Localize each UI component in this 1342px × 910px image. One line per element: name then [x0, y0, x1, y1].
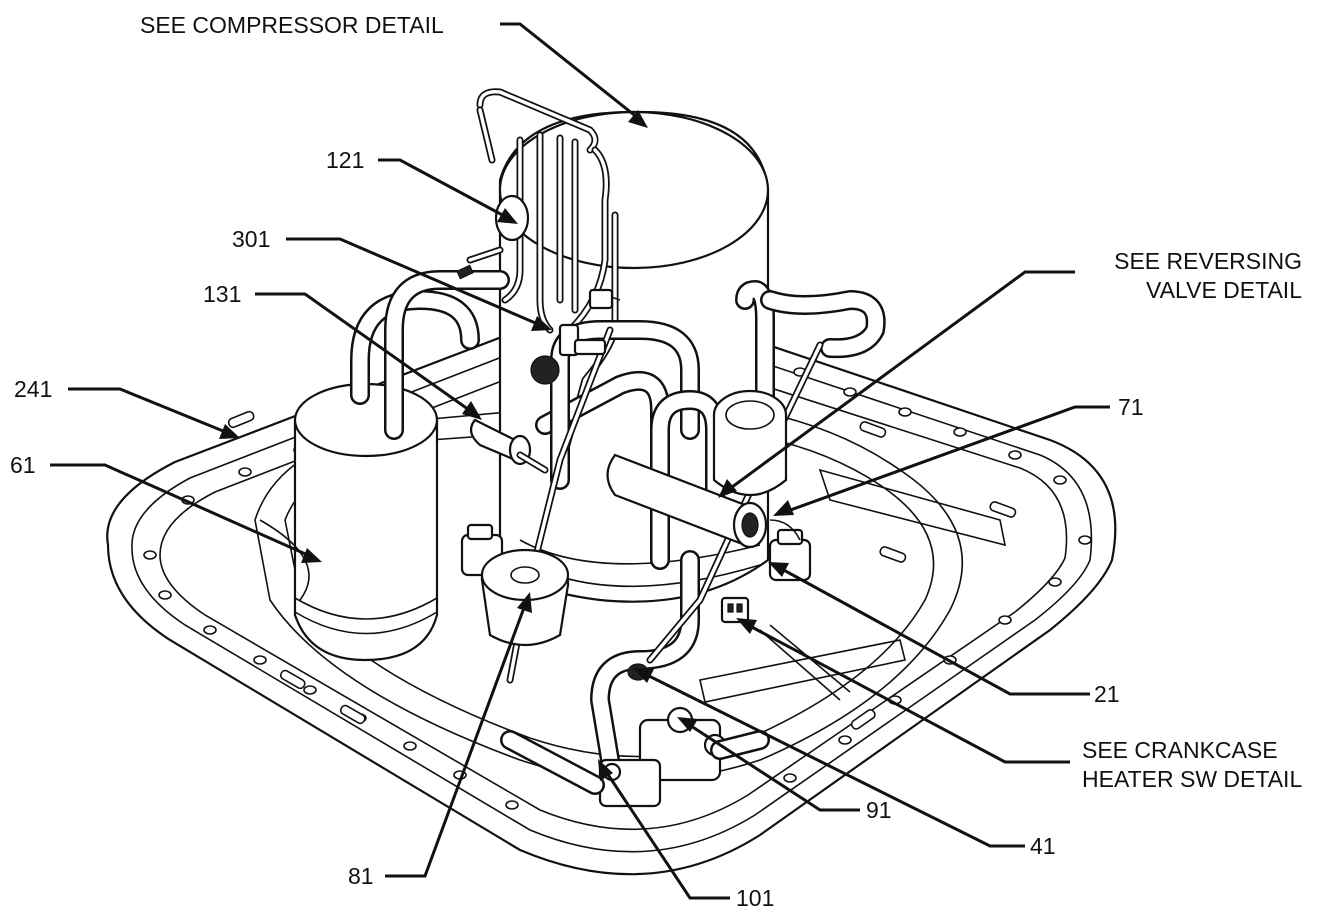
muffler	[712, 389, 788, 497]
callout-301: 301	[232, 226, 270, 252]
callout-see-reversing-line2: VALVE DETAIL	[1146, 277, 1302, 303]
accumulator	[259, 270, 510, 662]
callout-see-compressor-detail: SEE COMPRESSOR DETAIL	[140, 12, 444, 38]
callout-41: 41	[1030, 833, 1056, 859]
callout-21: 21	[1094, 681, 1120, 707]
callout-71: 71	[1118, 394, 1144, 420]
callout-see-crankcase-line2: HEATER SW DETAIL	[1082, 766, 1302, 792]
compressor-top-details	[588, 288, 621, 310]
callout-see-crankcase-line1: SEE CRANKCASE	[1082, 737, 1278, 763]
crankcase-heater-switch	[720, 596, 750, 624]
assembly-drawing	[106, 88, 1117, 876]
callout-91: 91	[866, 797, 892, 823]
muffler-81	[480, 548, 570, 646]
callout-241: 241	[14, 376, 52, 402]
callout-101: 101	[736, 885, 774, 910]
callout-81: 81	[348, 863, 374, 889]
callout-see-reversing-line1: SEE REVERSING	[1114, 248, 1302, 274]
valve-cluster	[530, 323, 607, 385]
reversing-valve	[606, 453, 801, 549]
callout-61: 61	[10, 452, 36, 478]
callout-labels: SEE COMPRESSOR DETAIL 121 301 131 241 61…	[10, 12, 1302, 910]
leader-lines	[50, 22, 1110, 900]
filter-drier	[469, 418, 549, 474]
callout-131: 131	[203, 281, 241, 307]
callout-121: 121	[326, 147, 364, 173]
